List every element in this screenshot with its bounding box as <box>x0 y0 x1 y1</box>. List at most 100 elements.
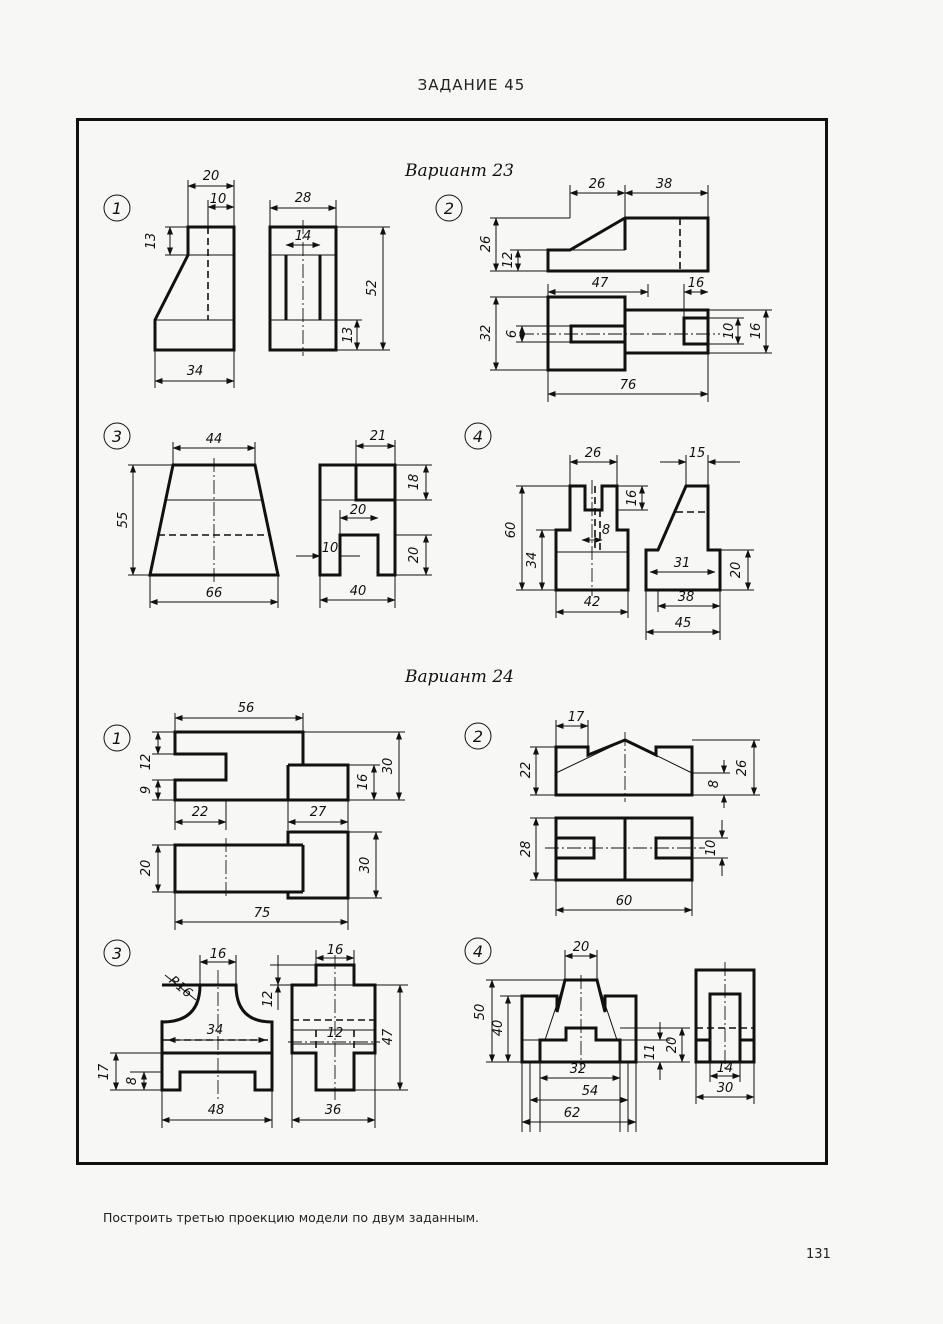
dimension-label: 16 <box>749 323 764 340</box>
dimension-label: 18 <box>407 474 422 491</box>
variant-23-title: Вариант 23 <box>404 161 514 181</box>
dimension-label: 54 <box>582 1084 599 1099</box>
dimension-label: 12 <box>261 991 276 1008</box>
dimension-label: 60 <box>616 894 633 909</box>
dimension-label: 66 <box>206 586 223 601</box>
dimension-label: 42 <box>584 595 601 610</box>
dimension-label: 28 <box>519 841 534 858</box>
front-view <box>153 225 236 352</box>
dimension-label: 20 <box>350 503 367 518</box>
dimension-label: 9 <box>139 786 154 794</box>
dimension-label: 14 <box>295 229 312 244</box>
v24-task-4: 4 20 50 40 11 20 32 54 <box>464 937 756 1132</box>
dimension-label: 17 <box>97 1063 112 1080</box>
front-view <box>546 216 710 273</box>
dimension-label: 34 <box>525 552 540 569</box>
dimension-label: 13 <box>144 233 159 250</box>
dimension-label: 6 <box>505 330 520 338</box>
front-view <box>554 738 694 797</box>
dimension-label: 34 <box>187 364 204 379</box>
side-view <box>644 484 722 592</box>
dimension-label: 30 <box>381 758 396 775</box>
dimension-label: 20 <box>729 562 744 579</box>
dimension-label: 10 <box>722 323 737 340</box>
instruction-caption: Построить третью проекцию модели по двум… <box>103 1210 480 1225</box>
dimension-label: 50 <box>473 1004 488 1021</box>
dimension-label: 20 <box>573 940 590 955</box>
variant-24-title: Вариант 24 <box>404 667 514 687</box>
dimension-label: 38 <box>678 590 695 605</box>
task-number-circle <box>464 722 492 750</box>
v23-task-4: 4 26 60 16 8 34 42 15 31 <box>464 422 754 640</box>
dimension-label: 27 <box>310 805 327 820</box>
dimension-label: 52 <box>365 280 380 297</box>
front-view <box>173 730 350 802</box>
dimension-label: 28 <box>295 191 312 206</box>
dimension-label: 30 <box>358 857 373 874</box>
dimension-label: 13 <box>341 327 356 344</box>
task-number: 1 <box>112 729 122 748</box>
v24-task-3: 3 16 R16 34 17 8 48 <box>97 939 408 1128</box>
dimension-label: 12 <box>501 252 516 269</box>
dimension-label: 21 <box>370 429 387 444</box>
dimension-label: 75 <box>254 906 271 921</box>
v24-task-1: 1 56 12 9 22 27 16 30 <box>103 701 405 930</box>
dimension-label: 40 <box>350 584 367 599</box>
page-title: ЗАДАНИЕ 45 <box>417 76 526 94</box>
dimension-label: 26 <box>479 236 494 253</box>
task-number-circle <box>103 939 131 967</box>
dimension-label: 11 <box>643 1044 658 1061</box>
page-number: 131 <box>806 1247 831 1262</box>
dimension-label: 16 <box>327 943 344 958</box>
front-view <box>160 983 274 1092</box>
dimension-label: 10 <box>322 541 339 556</box>
task-number-circle <box>435 194 463 222</box>
task-number: 4 <box>473 942 483 961</box>
dimension-label: 16 <box>625 490 640 507</box>
dimension-label: 22 <box>519 762 534 779</box>
dimension-label: 12 <box>139 754 154 771</box>
dimension-label: 34 <box>207 1023 224 1038</box>
dimension-label: 32 <box>570 1062 587 1077</box>
dimension-label: 44 <box>206 432 223 447</box>
dimension-label: 62 <box>564 1106 581 1121</box>
dimension-label: 22 <box>192 805 209 820</box>
dimension-label: 47 <box>592 276 609 291</box>
dimension-label: R16 <box>166 973 195 1001</box>
dimension-label: 12 <box>327 1026 344 1041</box>
v23-task-2: 2 26 38 26 12 47 16 32 <box>435 177 772 402</box>
task-number: 1 <box>112 199 122 218</box>
drawing-frame <box>76 118 828 1165</box>
dimension-label: 10 <box>704 840 719 857</box>
dimension-label: 60 <box>504 522 519 539</box>
task-number-circle <box>103 422 131 450</box>
dimension-label: 76 <box>620 378 637 393</box>
dimension-label: 8 <box>602 523 610 538</box>
dimension-label: 47 <box>381 1028 396 1045</box>
top-view <box>173 830 350 900</box>
dimension-label: 26 <box>735 760 750 777</box>
dimension-label: 15 <box>689 446 706 461</box>
dimension-label: 36 <box>325 1103 342 1118</box>
dimension-label: 56 <box>238 701 255 716</box>
task-number-circle <box>464 422 492 450</box>
dimension-label: 38 <box>656 177 673 192</box>
dimension-label: 20 <box>407 547 422 564</box>
dimension-label: 20 <box>665 1037 680 1054</box>
dimension-label: 31 <box>674 556 691 571</box>
dimension-label: 8 <box>707 780 722 788</box>
dimension-label: 16 <box>210 947 227 962</box>
dimension-label: 17 <box>568 710 585 725</box>
front-view <box>520 978 638 1064</box>
v24-task-2: 2 17 22 8 26 28 10 <box>464 710 760 916</box>
dimension-label: 48 <box>208 1103 225 1118</box>
task-number: 2 <box>444 199 454 218</box>
dimension-label: 16 <box>688 276 705 291</box>
task-number: 3 <box>112 427 122 446</box>
dimension-label: 32 <box>479 325 494 342</box>
task-number-circle <box>103 724 131 752</box>
task-number-circle <box>103 194 131 222</box>
dimension-label: 20 <box>203 169 220 184</box>
dimension-label: 30 <box>717 1081 734 1096</box>
